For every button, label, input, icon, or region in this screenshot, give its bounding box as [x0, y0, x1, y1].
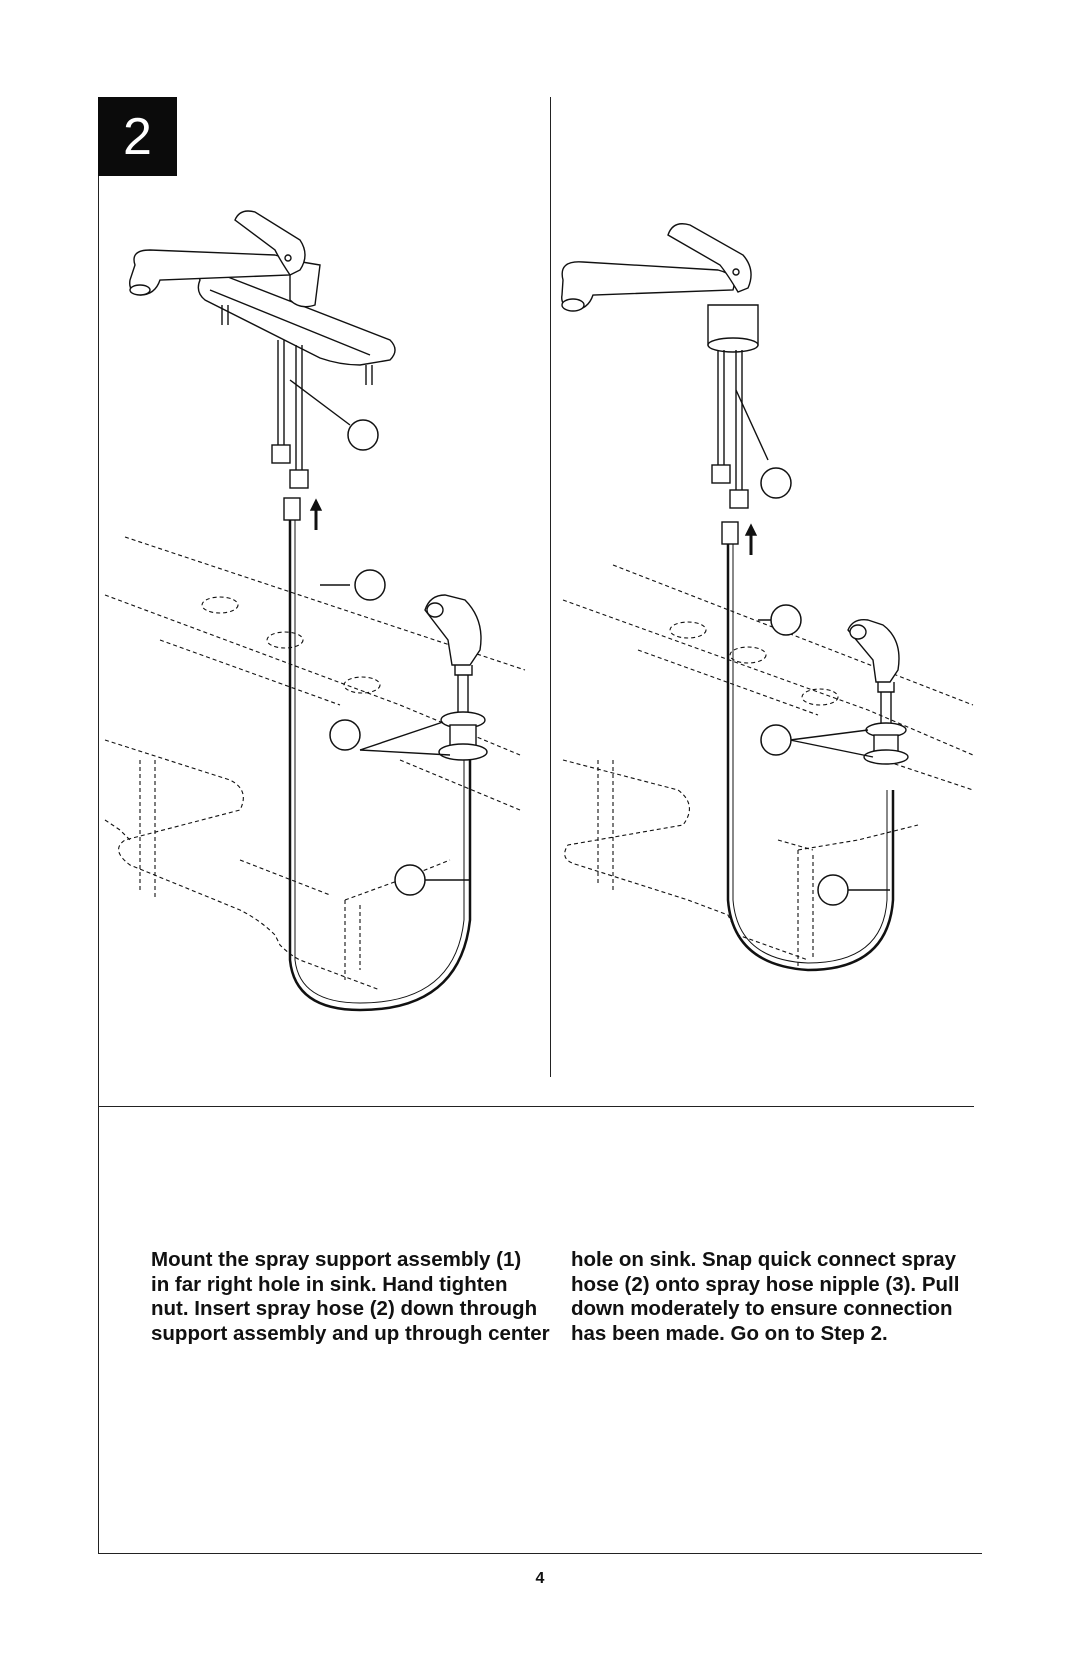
- callout-circle: [347, 419, 379, 451]
- callout-circle: [354, 569, 386, 601]
- instructions-column-1: Mount the spray support assembly (1) in …: [151, 1248, 550, 1345]
- callout-circle: [329, 719, 361, 751]
- page-frame-left: [98, 97, 99, 1554]
- callout-circle: [817, 874, 849, 906]
- callout-circle: [760, 724, 792, 756]
- callout-circle: [770, 604, 802, 636]
- illustration-divider: [550, 97, 551, 1077]
- callout-circle: [760, 467, 792, 499]
- instructions-text: Mount the spray support assembly (1) in …: [151, 1248, 991, 1346]
- instructions-column-2: hole on sink. Snap quick connect spray h…: [571, 1248, 960, 1345]
- step-number-badge: 2: [98, 97, 177, 176]
- page-number: 4: [535, 1570, 545, 1587]
- section-divider: [98, 1106, 974, 1107]
- page-frame-bottom: [98, 1553, 982, 1554]
- callout-circle: [394, 864, 426, 896]
- illustration-right: [558, 200, 988, 1060]
- illustration-left: [100, 200, 545, 1060]
